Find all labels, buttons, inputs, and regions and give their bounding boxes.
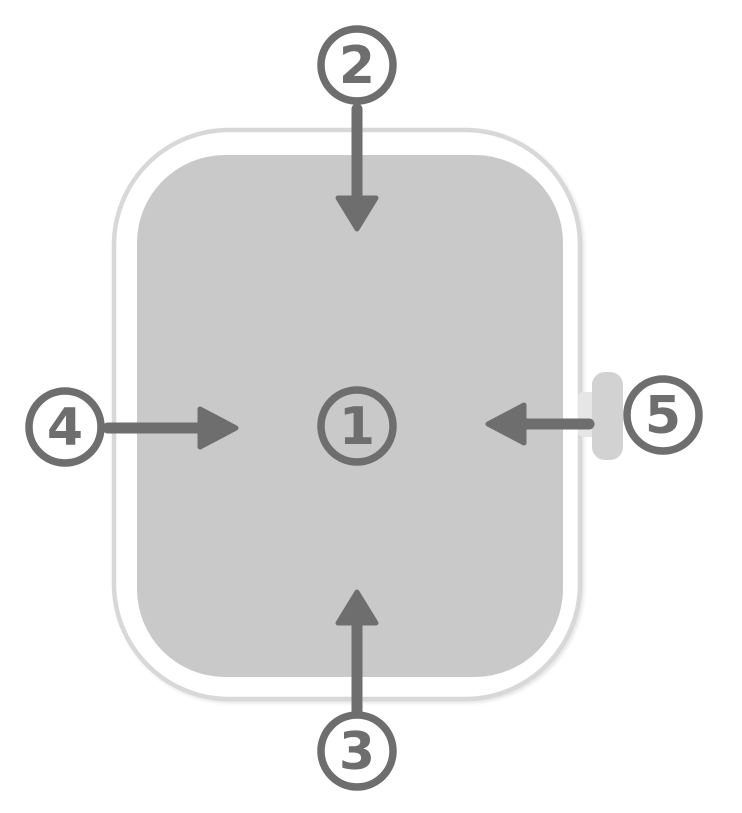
callout-4: 4: [25, 387, 239, 467]
arrow-down-icon: [335, 195, 379, 232]
callout-5-circle: [623, 375, 703, 455]
callout-3-label: 3: [339, 722, 375, 782]
arrow-left-icon: [485, 402, 527, 446]
callout-5: 5: [485, 375, 703, 455]
callout-2-label: 2: [339, 36, 375, 96]
device-screen: [137, 155, 563, 677]
callout-5-label: 5: [645, 386, 681, 446]
callout-1-circle: [317, 386, 397, 466]
arrow-up-icon: [335, 589, 379, 626]
callout-3-circle: [317, 711, 397, 791]
callout-2: 2: [317, 25, 397, 232]
callout-1: 1: [317, 386, 397, 466]
arrow-right-icon: [197, 406, 239, 450]
callout-1-label: 1: [339, 397, 375, 457]
callout-4-label: 4: [47, 398, 83, 458]
callout-3: 3: [317, 589, 397, 791]
side-button: [592, 372, 623, 460]
callout-2-circle: [317, 25, 397, 105]
callout-4-circle: [25, 387, 105, 467]
